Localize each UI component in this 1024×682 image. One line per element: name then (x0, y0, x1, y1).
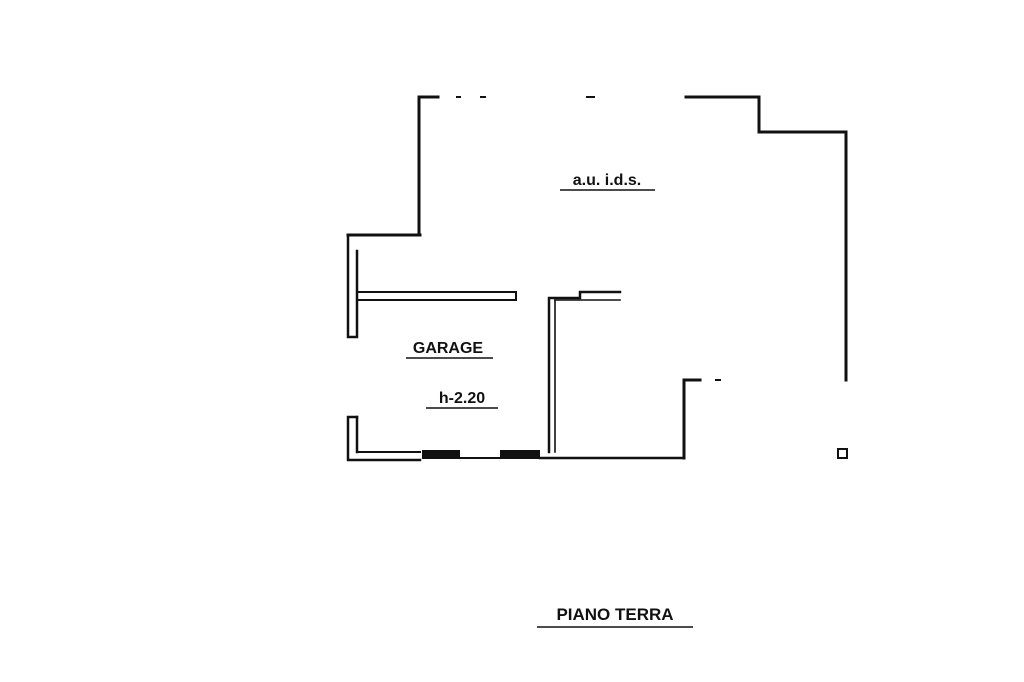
pillar-square (837, 448, 848, 459)
garage-right-wall (547, 290, 622, 454)
room-label-garage: GARAGE (413, 340, 484, 357)
garage-top-wall (356, 291, 517, 301)
outer-walls (346, 95, 848, 462)
left-garage-wall-lower (346, 415, 422, 462)
floor-title: PIANO TERRA (556, 605, 673, 624)
room-label-auids: a.u. i.d.s. (573, 172, 641, 189)
bottom-wall-filled-1 (422, 450, 460, 459)
interior-walls (356, 290, 622, 454)
bottom-wall-filled-2 (500, 450, 540, 459)
left-garage-wall-upper (346, 233, 359, 339)
garage-height-label: h-2.20 (439, 390, 485, 407)
